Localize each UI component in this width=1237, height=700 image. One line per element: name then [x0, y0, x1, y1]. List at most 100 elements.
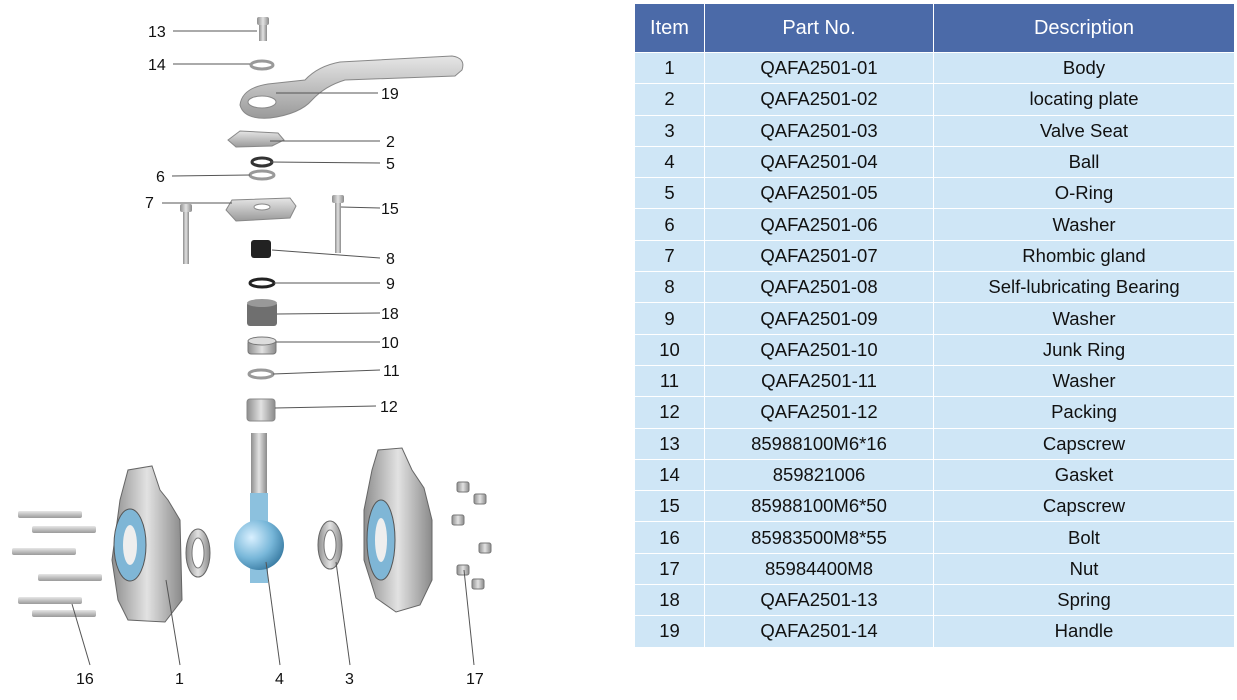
cell-description: Ball	[933, 145, 1235, 179]
gasket-14	[249, 59, 275, 71]
cell-part-no: 85983500M8*55	[704, 521, 934, 554]
cell-item: 15	[634, 490, 705, 523]
cell-item: 9	[634, 302, 705, 335]
callout-17: 17	[466, 671, 484, 688]
capscrew-13	[257, 17, 269, 41]
cell-description: Packing	[933, 396, 1235, 429]
packing-12	[246, 398, 276, 422]
header-part-no: Part No.	[704, 3, 934, 53]
cell-part-no: 85984400M8	[704, 552, 934, 586]
cell-part-no: 85988100M6*16	[704, 427, 934, 460]
cell-description: Capscrew	[933, 490, 1235, 523]
callout-4: 4	[275, 671, 284, 688]
cell-part-no: QAFA2501-06	[704, 208, 934, 241]
header-description: Description	[933, 3, 1235, 53]
callout-12: 12	[380, 399, 398, 416]
callout-9: 9	[386, 276, 395, 293]
cell-item: 3	[634, 114, 705, 147]
cell-part-no: QAFA2501-14	[704, 615, 934, 648]
callout-15: 15	[381, 201, 399, 218]
washer-6	[248, 169, 276, 181]
stem-ball-4	[234, 433, 284, 583]
cell-item: 1	[634, 51, 705, 85]
cell-item: 13	[634, 427, 705, 460]
callout-13: 13	[148, 24, 166, 41]
locating-plate-2	[227, 130, 285, 148]
o-ring-5	[250, 156, 274, 168]
bearing-8	[251, 240, 271, 258]
callout-16: 16	[76, 671, 94, 688]
cell-description: O-Ring	[933, 177, 1235, 210]
cell-part-no: QAFA2501-08	[704, 271, 934, 304]
cell-item: 8	[634, 271, 705, 304]
cell-part-no: QAFA2501-04	[704, 145, 934, 179]
callout-2: 2	[386, 134, 395, 151]
cell-part-no: QAFA2501-13	[704, 584, 934, 617]
cell-item: 19	[634, 615, 705, 648]
callout-11: 11	[383, 363, 400, 380]
callout-7: 7	[145, 195, 154, 212]
cell-part-no: QAFA2501-11	[704, 364, 934, 398]
valve-seat-3	[317, 520, 343, 570]
callout-3: 3	[345, 671, 354, 688]
cell-description: locating plate	[933, 83, 1235, 116]
spring-18	[247, 302, 277, 326]
cell-description: Rhombic gland	[933, 239, 1235, 273]
cell-description: Washer	[933, 364, 1235, 398]
handle-19	[239, 55, 464, 119]
cell-part-no: QAFA2501-09	[704, 302, 934, 335]
body-1	[111, 465, 183, 623]
junk-ring-10	[247, 336, 277, 355]
cell-item: 17	[634, 552, 705, 586]
cell-item: 12	[634, 396, 705, 429]
callout-14: 14	[148, 57, 166, 74]
cell-part-no: QAFA2501-05	[704, 177, 934, 210]
cell-description: Bolt	[933, 521, 1235, 554]
cell-item: 10	[634, 333, 705, 366]
header-item: Item	[634, 3, 705, 53]
cell-item: 2	[634, 83, 705, 116]
callout-6: 6	[156, 169, 165, 186]
capscrew-15-left	[180, 204, 192, 264]
cell-item: 5	[634, 177, 705, 210]
cell-item: 6	[634, 208, 705, 241]
cell-item: 7	[634, 239, 705, 273]
bolts-16	[12, 511, 102, 617]
cell-part-no: 85988100M6*50	[704, 490, 934, 523]
cell-item: 4	[634, 145, 705, 179]
callout-8: 8	[386, 251, 395, 268]
cell-item: 14	[634, 458, 705, 492]
leader-lines	[71, 30, 475, 666]
cell-description: Spring	[933, 584, 1235, 617]
valve-seat-left	[185, 528, 211, 578]
cell-description: Gasket	[933, 458, 1235, 492]
washer-11	[247, 368, 275, 380]
cell-part-no: QAFA2501-07	[704, 239, 934, 273]
body-right-half	[363, 447, 433, 613]
callout-1: 1	[175, 671, 184, 688]
cell-description: Self-lubricating Bearing	[933, 271, 1235, 304]
cell-description: Washer	[933, 302, 1235, 335]
cell-part-no: QAFA2501-02	[704, 83, 934, 116]
cell-description: Nut	[933, 552, 1235, 586]
cell-part-no: QAFA2501-03	[704, 114, 934, 147]
cell-item: 16	[634, 521, 705, 554]
cell-part-no: 859821006	[704, 458, 934, 492]
callout-18: 18	[381, 306, 399, 323]
